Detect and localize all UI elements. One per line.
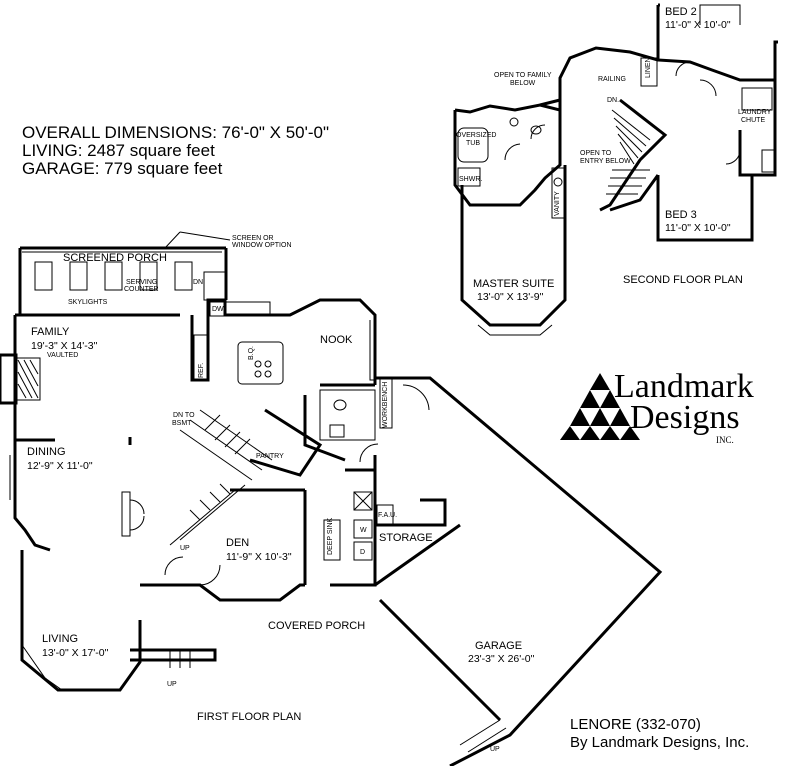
workbench-label: WORKBENCH (382, 381, 389, 428)
nook-label: NOOK (320, 334, 353, 346)
basement-label: BSMT (172, 420, 192, 427)
up-label-porch: UP (167, 681, 177, 688)
skylights-label: SKYLIGHTS (68, 299, 108, 306)
vaulted-label: VAULTED (47, 352, 79, 359)
deep-sink-label: DEEP SINK (327, 517, 334, 555)
first-floor-caption: FIRST FLOOR PLAN (197, 711, 302, 723)
dishwasher-label: DW (212, 306, 224, 313)
plan-name: LENORE (332-070) (570, 716, 701, 733)
entry-below-label: ENTRY BELOW (580, 158, 631, 165)
screen-option-label: SCREEN OR (232, 235, 274, 242)
master-suite-dimensions: 13'-0" X 13'-9" (477, 291, 544, 303)
down-label-porch: DN. (193, 279, 206, 286)
overall-dimensions: OVERALL DIMENSIONS: 76'-0" X 50'-0" (22, 123, 330, 142)
logo-inc: INC. (716, 435, 734, 445)
washer-label: W (360, 527, 367, 534)
shower-label: SHWR. (459, 176, 483, 183)
open-to-family-label: OPEN TO FAMILY (494, 72, 552, 79)
family-dimensions: 19'-3" X 14'-3" (31, 340, 98, 352)
family-label: FAMILY (31, 326, 70, 338)
down-to-label: DN TO (173, 412, 195, 419)
designer-credit: By Landmark Designs, Inc. (570, 734, 750, 751)
bed3-dimensions: 11'-0" X 10'-0" (665, 222, 731, 234)
first-floor-walls (0, 246, 663, 766)
dryer-label: D (360, 549, 366, 556)
storage-label: STORAGE (379, 532, 433, 544)
chute-label: CHUTE (741, 117, 766, 124)
dining-dimensions: 12'-9" X 11'-0" (27, 460, 93, 472)
window-option-label: WINDOW OPTION (232, 242, 292, 249)
linen-label: LINEN (645, 57, 652, 78)
garage-dimensions: 23'-3" X 26'-0" (468, 653, 535, 665)
up-label-garage: UP (490, 746, 500, 753)
bed3-label: BED 3 (665, 209, 697, 221)
vanity-label: VANITY (554, 191, 561, 216)
oversized-label: OVERSIZED (456, 132, 497, 139)
living-room-dimensions: 13'-0" X 17'-0" (42, 647, 109, 659)
living-room-label: LIVING (42, 633, 79, 645)
bed2-label: BED 2 (665, 6, 697, 18)
screened-porch-label: SCREENED PORCH (63, 252, 167, 264)
serving-label: SERVING (126, 279, 158, 286)
counter-label: COUNTER (124, 286, 159, 293)
pantry-label: PANTRY (256, 453, 284, 460)
down-label-upper: DN. (607, 97, 620, 104)
garage-label: GARAGE (475, 640, 523, 652)
up-label-den: UP (180, 545, 190, 552)
tub-label: TUB (466, 140, 480, 147)
landmark-logo-icon (560, 373, 640, 440)
den-dimensions: 11'-9" X 10'-3" (226, 551, 292, 563)
below-label: BELOW (510, 80, 536, 87)
bed2-dimensions: 11'-0" X 10'-0" (665, 19, 731, 31)
covered-porch-label: COVERED PORCH (268, 620, 366, 632)
dining-label: DINING (27, 446, 66, 458)
logo-landmark: Landmark (614, 368, 754, 405)
open-to-label: OPEN TO (580, 150, 612, 157)
living-area: LIVING: 2487 square feet (22, 141, 215, 160)
bq-label: B.Q. (248, 345, 255, 360)
garage-area: GARAGE: 779 square feet (22, 159, 223, 178)
laundry-label: LAUNDRY (738, 109, 772, 116)
ref-label: REF. (198, 362, 205, 378)
logo-designs: Designs (630, 399, 740, 436)
den-label: DEN (226, 537, 250, 549)
railing-label: RAILING (598, 76, 627, 83)
fau-label: F.A.U. (378, 512, 398, 519)
second-floor-caption: SECOND FLOOR PLAN (623, 274, 743, 286)
master-suite-label: MASTER SUITE (473, 278, 555, 290)
